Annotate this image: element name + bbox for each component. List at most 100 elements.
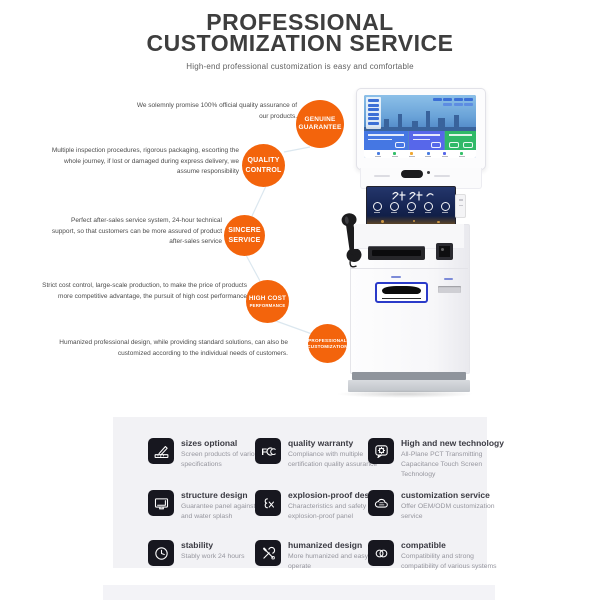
feature-title: explosion-proof design (288, 490, 382, 500)
feature-humanized-design: humanized design More humanized and easy… (255, 540, 376, 572)
badge-label: SINCERE (228, 227, 261, 235)
indigo-panel (408, 131, 444, 150)
building (438, 118, 445, 131)
kiosk-base-dark (352, 372, 466, 380)
feature-compatible: compatible Compatibility and strong comp… (368, 540, 497, 572)
city-light (437, 221, 440, 223)
kiosk-top-screen (364, 95, 476, 158)
monitor-panel-icon (148, 490, 174, 516)
app-icon (458, 151, 465, 157)
card-dispenser-slot (438, 286, 461, 293)
building (426, 111, 430, 131)
page-header: PROFESSIONAL CUSTOMIZATION SERVICE High-… (0, 9, 600, 72)
feature-title: High and new technology (401, 438, 504, 448)
page-title-line2: CUSTOMIZATION SERVICE (146, 30, 454, 56)
service-icon (389, 202, 399, 211)
kiosk-product-photo (336, 86, 486, 398)
service-icon (423, 202, 433, 211)
kiosk-lower-screen (366, 186, 456, 226)
building (398, 114, 402, 131)
promise-text-quality: Multiple inspection procedures, rigorous… (51, 147, 239, 176)
badge-label: CUSTOMIZATION (307, 343, 348, 349)
clock-icon (148, 540, 174, 566)
feature-structure-design: structure design Guarantee panel against… (148, 490, 270, 540)
feature-desc: Characteristics and safety of explosion-… (288, 503, 374, 521)
badge-genuine-guarantee: GENUINE GUARANTEE (296, 100, 344, 148)
badge-label: GENUINE (304, 115, 336, 123)
kiosk-top-monitor (356, 88, 486, 170)
feature-stability: stability Stably work 24 hours (148, 540, 255, 572)
blue-panel (364, 131, 408, 150)
feature-desc: Compliance with multiple certification q… (288, 451, 378, 469)
camera-lens (427, 171, 430, 174)
receipt-printer-slot (375, 282, 428, 303)
screen-side-menu (366, 97, 381, 129)
explosion-proof-icon (255, 490, 281, 516)
night-city-strip (367, 216, 455, 225)
kiosk-base-plinth (348, 380, 470, 392)
badge-label: QUALITY (247, 157, 280, 165)
speaker-vent-left (374, 175, 390, 177)
feature-sizes-optional: sizes optional Screen products of variou… (148, 438, 262, 490)
feature-high-new-technology: High and new technology All-Plane PCT Tr… (368, 438, 504, 490)
building (412, 121, 418, 131)
service-icon (406, 202, 416, 211)
calligraphy-title (392, 191, 434, 201)
screen-top-nav (432, 98, 473, 101)
feature-title: structure design (181, 490, 248, 500)
slot-label (391, 276, 401, 278)
building (384, 119, 389, 131)
feature-desc: Offer OEM/ODM customization service (401, 503, 495, 521)
green-panel (444, 131, 476, 150)
fcc-certification-icon: F (255, 438, 281, 464)
svg-text:F: F (261, 447, 267, 457)
feature-title: stability (181, 540, 214, 550)
city-light (413, 220, 415, 222)
screen-service-icons (367, 202, 455, 211)
feature-quality-warranty: F quality warranty Compliance with multi… (255, 438, 377, 490)
badge-sincere-service: SINCERE SERVICE (224, 215, 265, 256)
feature-title: customization service (401, 490, 490, 500)
app-icon (425, 151, 432, 157)
city-light (381, 220, 384, 223)
badge-quality-control: QUALITY CONTROL (242, 144, 285, 187)
features-panel: sizes optional Screen products of variou… (113, 417, 504, 570)
document-printer-slot (368, 246, 425, 260)
feature-customization-service: customization service Offer OEM/ODM cust… (368, 490, 495, 540)
promise-text-high-cost: Strict cost control, large-scale product… (42, 282, 247, 300)
feature-title: compatible (401, 540, 446, 550)
linked-circles-icon (368, 540, 394, 566)
screen-top-nav-row2 (443, 103, 473, 106)
service-icon (372, 202, 382, 211)
badge-label: SERVICE (228, 236, 261, 244)
screen-city-photo (364, 95, 476, 131)
gear-speech-bubble-icon (368, 438, 394, 464)
ruler-pencil-icon (148, 438, 174, 464)
skyline-base (364, 127, 476, 131)
promise-text-genuine: We solemnly promise 100% official qualit… (136, 102, 297, 120)
app-icon (375, 151, 382, 157)
feature-desc: Compatibility and strong compatibility o… (401, 553, 497, 571)
kiosk-door-seam (350, 268, 468, 269)
feature-desc: Guarantee panel against dust and water s… (181, 503, 271, 521)
app-icon (408, 151, 415, 157)
page-title-line1: PROFESSIONAL (206, 9, 394, 35)
badge-label: PROFESSIONAL (308, 337, 347, 343)
badge-label: HIGH COST (248, 294, 287, 302)
kiosk-shadow (336, 390, 474, 398)
building (454, 115, 459, 131)
feature-title: quality warranty (288, 438, 354, 448)
badge-high-cost-performance: HIGH COST PERFORMANCE (246, 280, 289, 323)
feature-title: sizes optional (181, 438, 238, 448)
screen-app-icon-row (364, 150, 476, 158)
page-subtitle: High-end professional customization is e… (186, 62, 414, 71)
badge-label: GUARANTEE (298, 124, 342, 131)
feature-title: humanized design (288, 540, 363, 550)
feature-explosion-proof: explosion-proof design Characteristics a… (255, 490, 382, 540)
slot-label (444, 278, 453, 280)
badge-label: PERFORMANCE (249, 302, 286, 308)
badge-professional-customization: PROFESSIONAL CUSTOMIZATION (307, 324, 348, 363)
side-card-slot (455, 194, 466, 218)
promise-text-sincere: Perfect after-sales service system, 24-h… (51, 217, 222, 246)
barcode-scanner-window (436, 243, 453, 260)
